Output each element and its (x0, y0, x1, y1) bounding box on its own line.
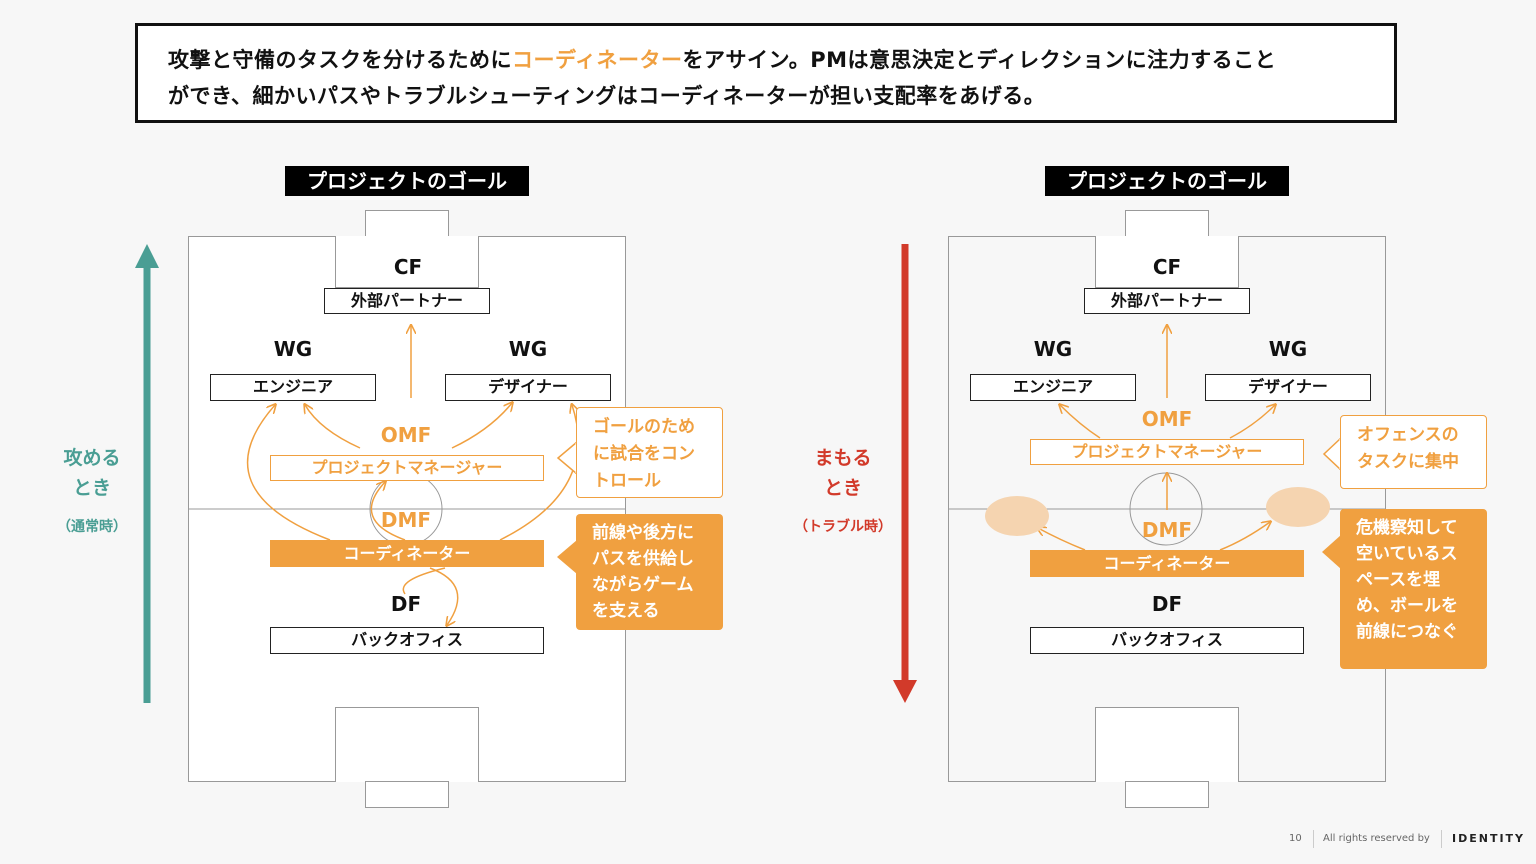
footer-rights: All rights reserved by (1323, 833, 1430, 844)
right-goal-top-box (1125, 210, 1209, 237)
left-callout-top: ゴールのため に試合をコン トロール (576, 407, 723, 498)
space-highlight-left (985, 496, 1049, 536)
right-wg-left-label: WG (1033, 337, 1073, 361)
left-goal-label: プロジェクトのゴール (285, 166, 529, 196)
brand-logo: IDENTITY (1452, 832, 1526, 845)
left-callout-bottom-line: パスを供給し (592, 549, 694, 569)
right-cf-role: 外部パートナー (1084, 288, 1250, 314)
left-df-label: DF (390, 592, 422, 616)
right-callout-bottom: 危機察知して 空いているス ペースを埋 め、ボールを 前線につなぐ (1340, 509, 1487, 669)
header-line-2: ができ、細かいパスやトラブルシューティングはコーディネーターが担い支配率をあげる… (168, 84, 1046, 108)
right-callout-bottom-line: 危機察知して (1356, 518, 1458, 538)
left-callout-bottom-line: ながらゲーム (592, 575, 694, 595)
right-callout-top: オフェンスの タスクに集中 (1340, 415, 1487, 489)
right-side-label: まもる とき (803, 443, 883, 503)
left-callout-bottom-line: を支える (592, 601, 660, 621)
space-highlight-right (1266, 487, 1330, 527)
header-message-box: 攻撃と守備のタスクを分けるためにコーディネーターをアサイン。PMは意思決定とディ… (135, 23, 1397, 123)
right-callout-top-line: タスクに集中 (1357, 452, 1459, 472)
right-wg-right-label: WG (1268, 337, 1308, 361)
right-omf-label: OMF (1141, 407, 1193, 431)
attack-arrow-head (135, 244, 159, 268)
left-omf-label: OMF (380, 423, 432, 447)
left-callout-top-line: トロール (593, 471, 661, 491)
right-side-sub: （トラブル時） (794, 519, 892, 535)
header-line-1-pre: 攻撃と守備のタスクを分けるために (168, 48, 512, 72)
left-wg-left-label: WG (273, 337, 313, 361)
right-side-label-line1: まもる (814, 447, 872, 469)
left-cf-role: 外部パートナー (324, 288, 490, 314)
right-goal-label: プロジェクトのゴール (1045, 166, 1289, 196)
right-callout-bottom-line: め、ボールを (1356, 596, 1458, 616)
right-cf-label: CF (1152, 255, 1182, 279)
left-cf-label: CF (393, 255, 423, 279)
defend-arrow-head (893, 680, 917, 703)
left-wg-right-role: デザイナー (445, 374, 611, 401)
left-dmf-label: DMF (380, 508, 432, 532)
right-callout-top-line: オフェンスの (1357, 425, 1459, 445)
right-pitch (948, 236, 1386, 782)
left-side-label: 攻める とき (52, 443, 132, 503)
right-wg-right-role: デザイナー (1205, 374, 1371, 401)
header-line-1-post: をアサイン。PMは意思決定とディレクションに注力すること (682, 48, 1277, 72)
left-callout-top-line: に試合をコン (593, 444, 695, 464)
left-penalty-area-top (335, 236, 479, 288)
left-penalty-area-bottom (335, 707, 479, 782)
right-omf-role: プロジェクトマネージャー (1030, 439, 1304, 465)
left-side-label-line1: 攻める (63, 447, 121, 469)
right-df-label: DF (1151, 592, 1183, 616)
left-side-label-line2: とき (72, 477, 111, 499)
right-dmf-label: DMF (1141, 518, 1193, 542)
left-side-sub: （通常時） (57, 519, 127, 535)
left-df-role: バックオフィス (270, 627, 544, 654)
footer-divider (1441, 830, 1442, 848)
header-line-1-accent: コーディネーター (512, 48, 683, 72)
right-df-role: バックオフィス (1030, 627, 1304, 654)
page-number: 10 (1289, 833, 1302, 844)
right-penalty-area-top (1095, 236, 1239, 288)
right-callout-bottom-line: ペースを埋 (1356, 570, 1441, 590)
left-callout-bottom: 前線や後方に パスを供給し ながらゲーム を支える (576, 514, 723, 630)
left-callout-bottom-line: 前線や後方に (592, 523, 694, 543)
left-goal-bottom-box (365, 781, 449, 808)
right-goal-bottom-box (1125, 781, 1209, 808)
left-wg-left-role: エンジニア (210, 374, 376, 401)
header-line-1: 攻撃と守備のタスクを分けるためにコーディネーターをアサイン。PMは意思決定とディ… (168, 44, 1276, 74)
footer-divider (1313, 830, 1314, 848)
right-wg-left-role: エンジニア (970, 374, 1136, 401)
right-callout-bottom-line: 空いているス (1356, 544, 1458, 564)
right-callout-bottom-line: 前線につなぐ (1356, 622, 1458, 642)
left-wg-right-label: WG (508, 337, 548, 361)
left-dmf-role: コーディネーター (270, 540, 544, 567)
right-penalty-area-bottom (1095, 707, 1239, 782)
right-side-label-line2: とき (823, 477, 862, 499)
right-dmf-role: コーディネーター (1030, 550, 1304, 577)
left-callout-top-line: ゴールのため (593, 417, 695, 437)
left-omf-role: プロジェクトマネージャー (270, 455, 544, 481)
